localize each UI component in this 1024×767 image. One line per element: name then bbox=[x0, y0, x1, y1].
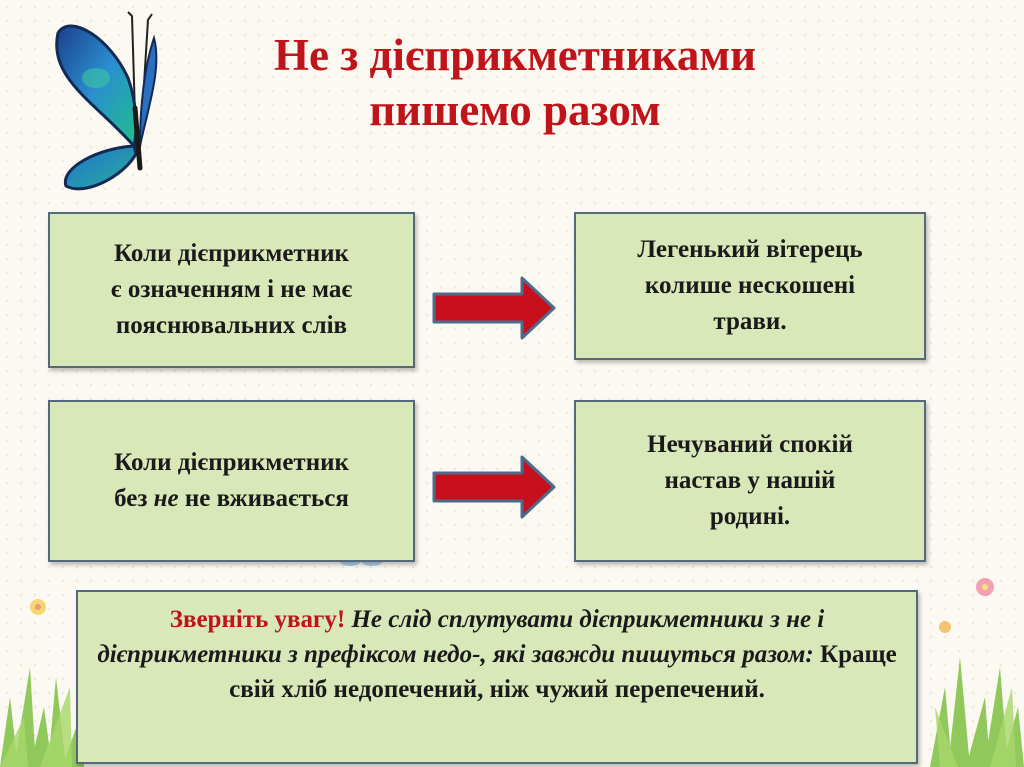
right-arrow-icon bbox=[432, 455, 556, 519]
rule-2-example-line-1: Нечуваний спокій bbox=[647, 431, 853, 458]
rule-2-example-box: Нечуваний спокій настав у нашій родині. bbox=[574, 400, 926, 562]
rule-2-condition-line-2: без не не вживається bbox=[114, 481, 349, 517]
rule-1-example-line-2: колише нескошені bbox=[644, 272, 856, 299]
right-arrow-icon bbox=[432, 276, 556, 340]
rule-2-condition-box: Коли дієприкметник без не не вживається bbox=[48, 400, 415, 562]
rule-1-example-line-1: Легенький вітерець bbox=[637, 236, 863, 263]
title-line-2: пишемо разом bbox=[369, 85, 661, 135]
title-line-1: Не з дієприкметниками bbox=[274, 30, 756, 80]
note-attention: Зверніть увагу! bbox=[169, 606, 346, 633]
page-title: Не з дієприкметниками пишемо разом bbox=[200, 28, 830, 138]
rule-1-condition-line-3: пояснювальних слів bbox=[115, 312, 348, 339]
butterfly-icon bbox=[55, 11, 158, 191]
rule-1-example-box: Легенький вітерець колише нескошені трав… bbox=[574, 212, 926, 360]
rule-1-condition-line-2: є означенням і не має bbox=[110, 276, 353, 303]
note-italic-text: Не слід сплутувати дієприкметники з не і… bbox=[97, 606, 825, 668]
rule-2-condition-pre: без bbox=[114, 485, 154, 512]
rule-1-condition-line-1: Коли дієприкметник bbox=[114, 240, 349, 267]
rule-2-condition-italic: не bbox=[153, 485, 179, 512]
rule-2-example-line-2: настав у нашій bbox=[664, 467, 836, 494]
note-example: Краще свій хліб недопечений, ніж чужий п… bbox=[229, 641, 897, 703]
rule-1-example-line-3: трави. bbox=[713, 308, 787, 335]
rule-2-condition-post: не вживається bbox=[178, 485, 349, 512]
rule-1-condition-box: Коли дієприкметник є означенням і не має… bbox=[48, 212, 415, 368]
rule-2-example-line-3: родині. bbox=[709, 503, 791, 530]
grass-decoration bbox=[0, 552, 1024, 767]
rule-2-condition-line-1: Коли дієприкметник bbox=[114, 449, 349, 476]
note-box: Зверніть увагу! Не слід сплутувати дієпр… bbox=[76, 590, 918, 764]
